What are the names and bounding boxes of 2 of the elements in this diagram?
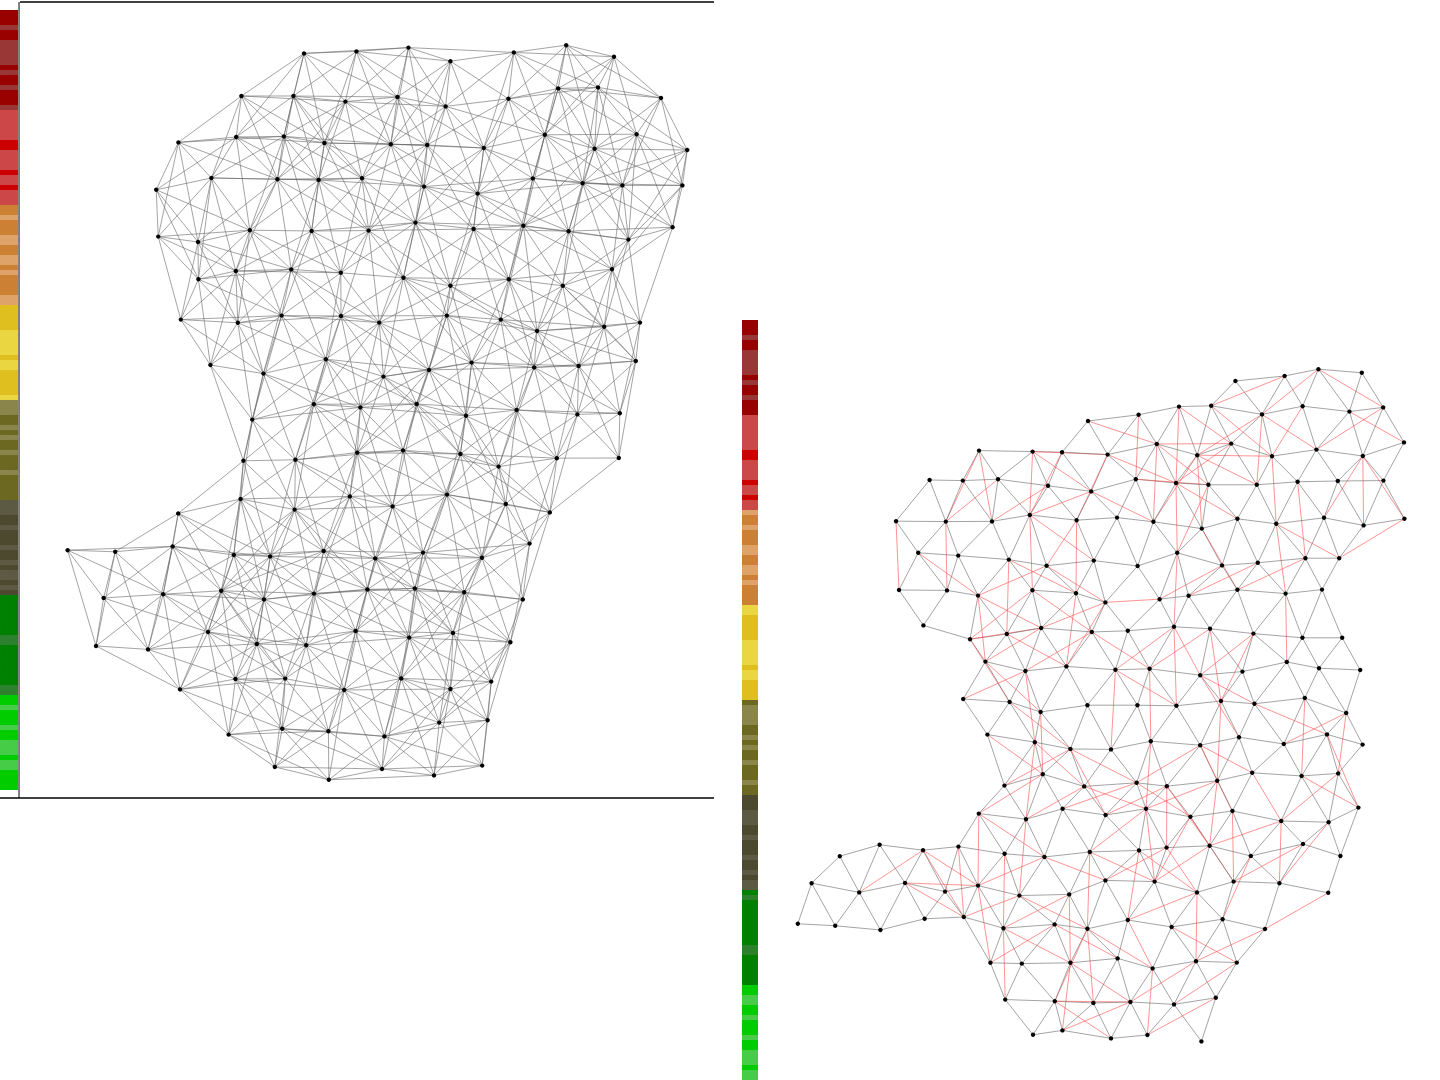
mesh-drawing	[65, 43, 690, 782]
mesh-drawing	[795, 367, 1407, 1044]
